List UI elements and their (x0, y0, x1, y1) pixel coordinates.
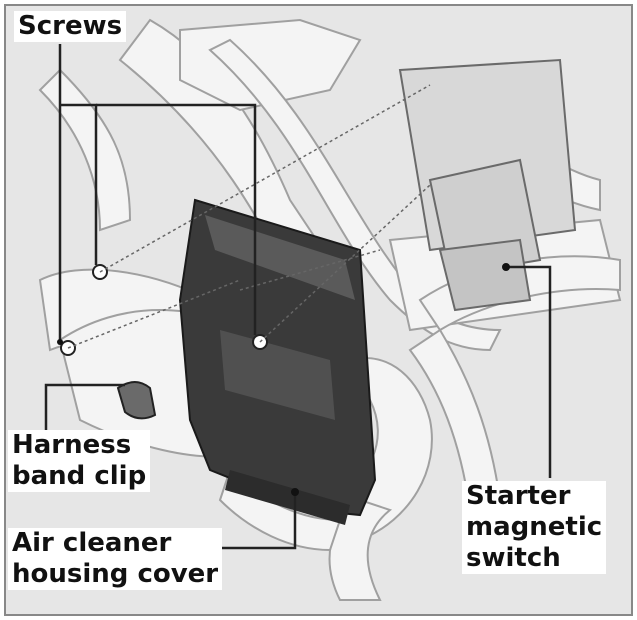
starter-leader-dot (502, 263, 510, 271)
explode-lines (67, 84, 431, 349)
screws-leader-dot (57, 339, 63, 345)
harness-band-clip-label: Harness band clip (8, 430, 151, 492)
screws-illustration (60, 264, 268, 356)
screws-leader-3 (96, 103, 257, 335)
air-cleaner-housing-cover-label: Air cleaner housing cover (8, 528, 223, 590)
harness-leader (44, 383, 125, 432)
air-cleaner-leader (190, 492, 297, 550)
leader-lines (44, 44, 552, 550)
air-cleaner-housing-cover-part (178, 198, 377, 525)
harness-band-clip-part (116, 381, 157, 420)
starter-magnetic-switch-part (398, 58, 577, 312)
starter-leader (506, 265, 552, 478)
starter-magnetic-switch-label: Starter magnetic switch (462, 481, 607, 574)
air-cleaner-leader-dot (291, 488, 299, 496)
screws-label: Screws (14, 11, 127, 42)
